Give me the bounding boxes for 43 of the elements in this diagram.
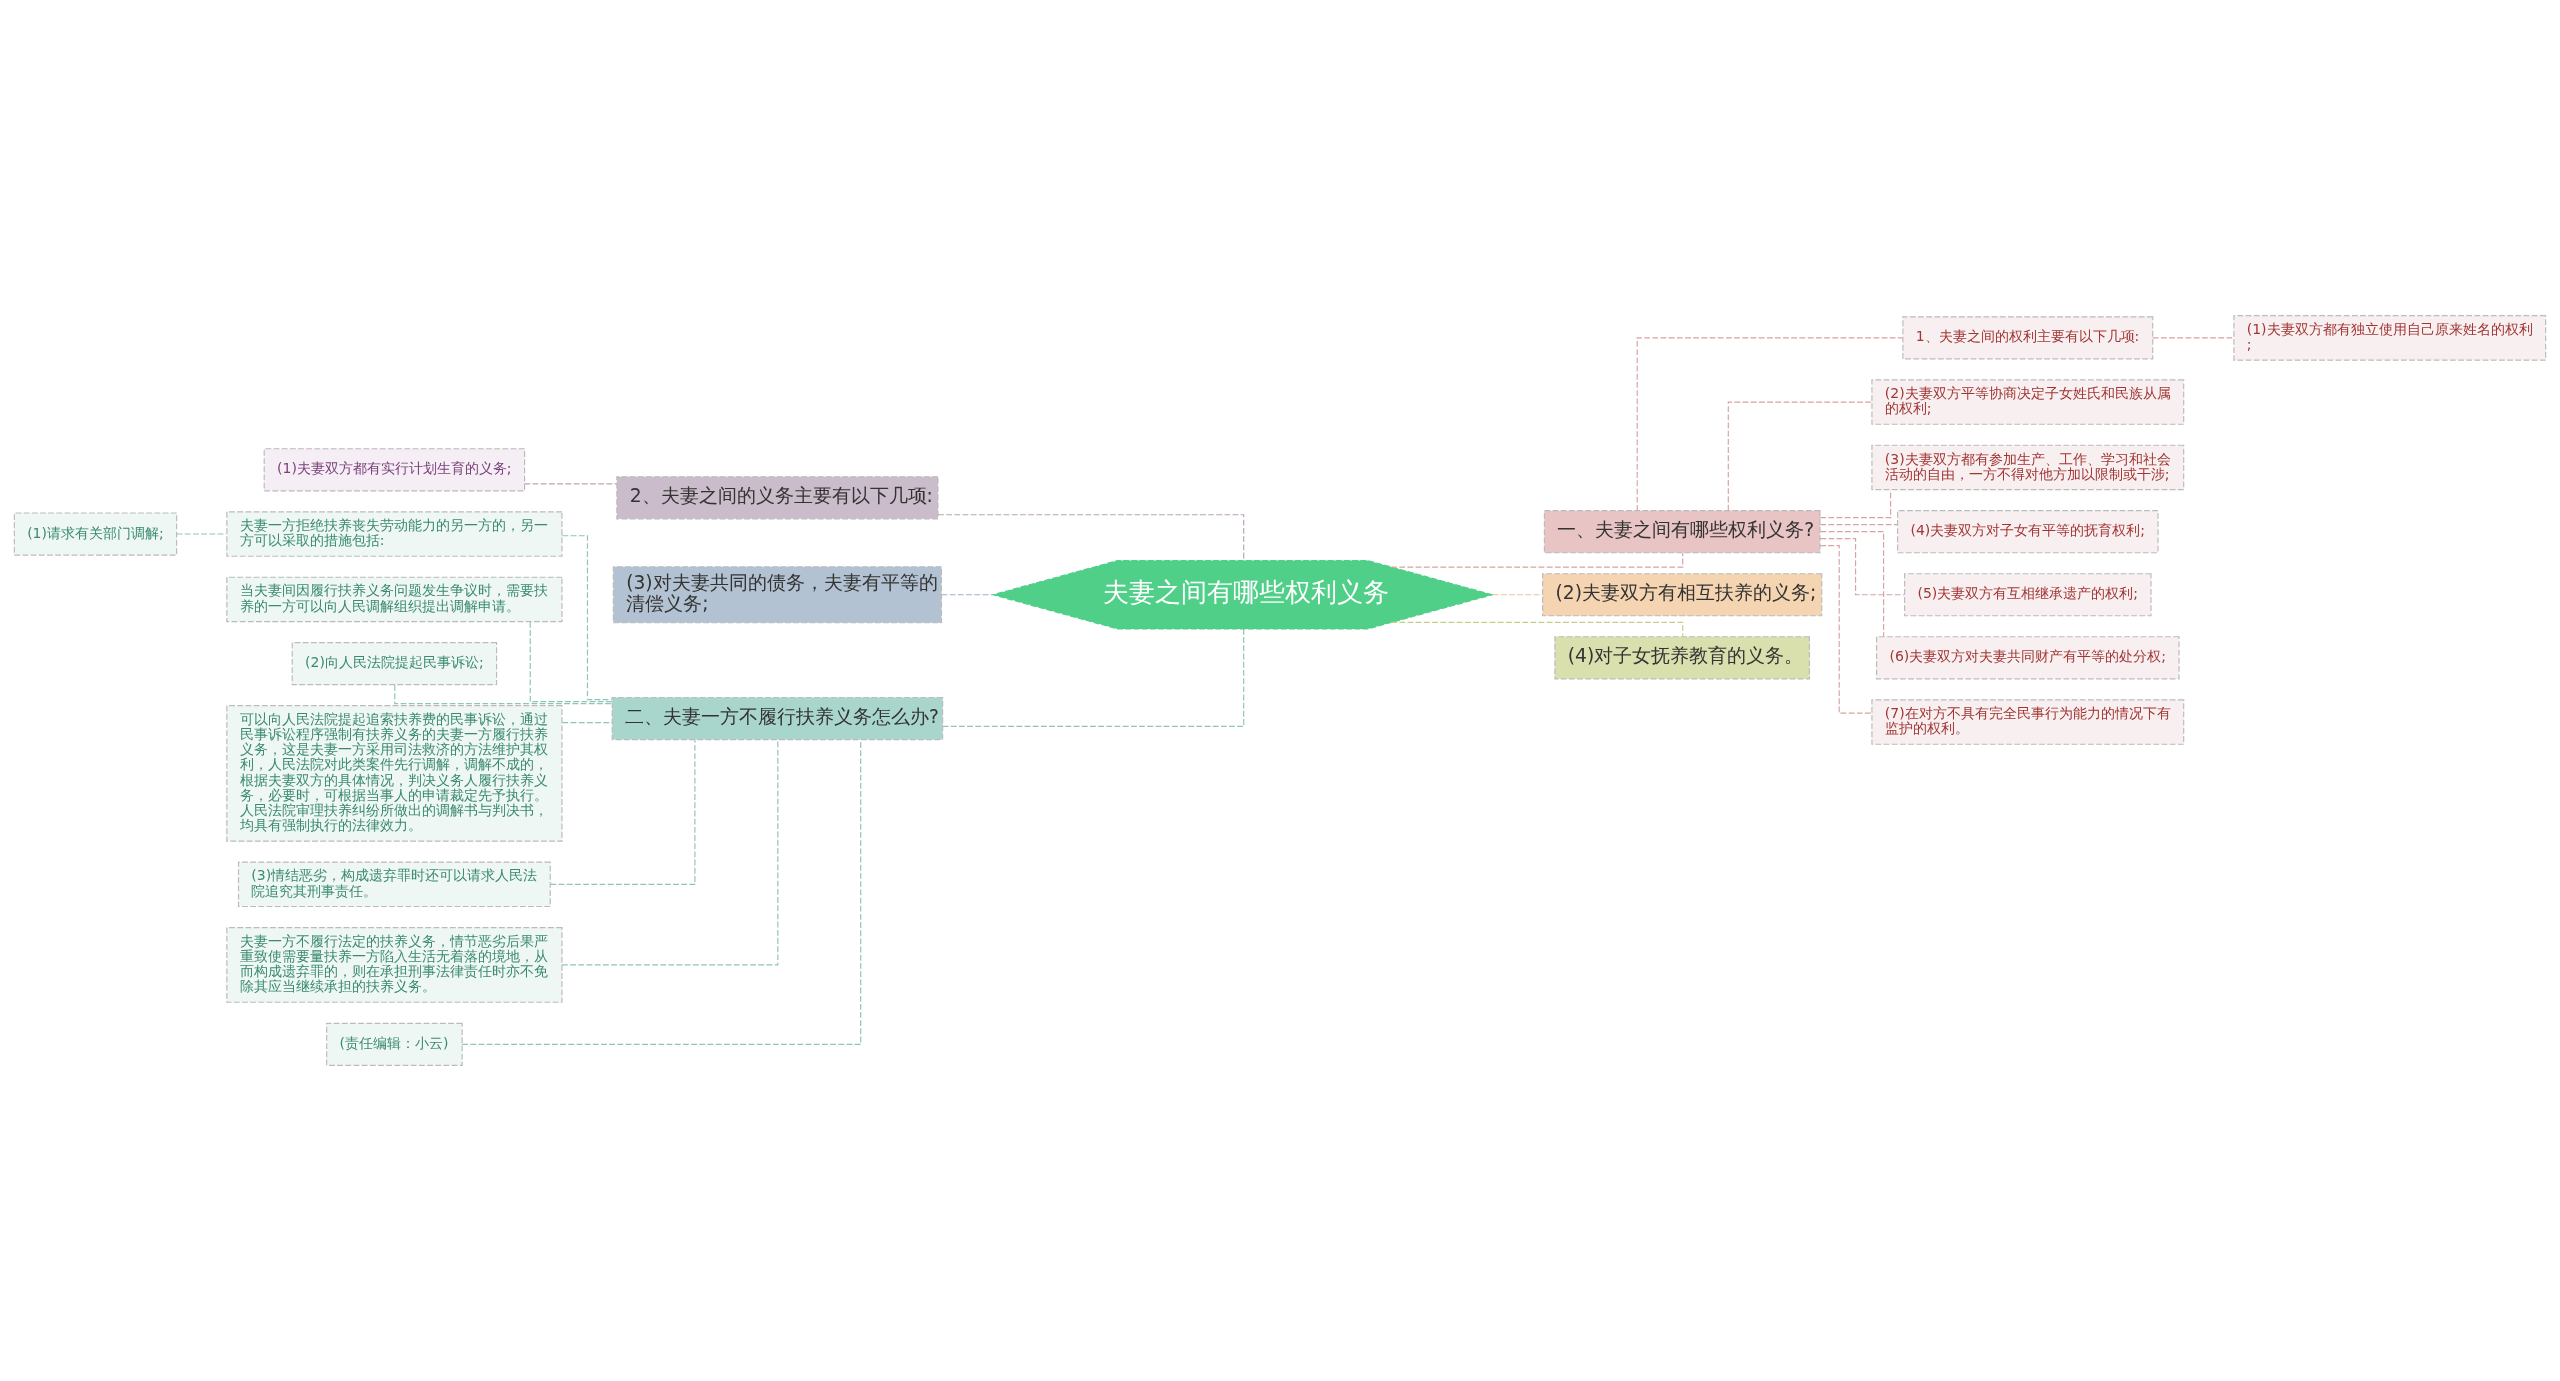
- connector: [1819, 524, 1898, 526]
- connector: [524, 483, 618, 485]
- node-box: (2)夫妻双方有相互扶养的义务;: [1542, 573, 1823, 617]
- connector: [561, 739, 779, 966]
- node-box: (1)请求有关部门调解;: [13, 512, 178, 556]
- connector: [942, 628, 1245, 727]
- node-box: (1)夫妻双方都有独立使用自己原来姓名的权利;: [2233, 315, 2547, 361]
- node-box: (6)夫妻双方对夫妻共同财产有平等的处分权;: [1876, 636, 2180, 680]
- node-box: (责任编辑：小云): [326, 1022, 463, 1066]
- connector: [176, 533, 227, 535]
- node-box: (5)夫妻双方有互相继承遗产的权利;: [1904, 573, 2152, 617]
- node-box: (2)向人民法院提起民事诉讼;: [291, 642, 498, 686]
- node-box: (4)对子女抚养教育的义务。: [1554, 636, 1811, 680]
- connector: [1727, 401, 1873, 511]
- connector: [1819, 489, 1892, 519]
- connector: [1819, 531, 1885, 637]
- node-box: (1)夫妻双方都有实行计划生育的义务;: [263, 448, 526, 492]
- node-box: 可以向人民法院提起追索扶养费的民事诉讼，通过民事诉讼程序强制有扶养义务的夫妻一方履行扶养义务，这是夫妻一方采用司法救济的方法维护其权利，人民法院对此类案件先行调解，调解不成的，根据夫妻双方的具体情况，判决义务人履行扶养义务，必要时，可根据当事人的申请裁定先予执行。人民法院审理扶养纠纷所做出的调解书与判决书，均具有强制执行的法律效力。: [226, 705, 563, 842]
- node-box: 一、夫妻之间有哪些权利义务?: [1543, 510, 1821, 554]
- node-box: 夫妻一方拒绝扶养丧失劳动能力的另一方的，另一方可以采取的措施包括:: [226, 511, 563, 557]
- connector: [561, 535, 613, 701]
- connector: [461, 739, 862, 1045]
- node-box: 1、夫妻之间的权利主要有以下几项:: [1902, 316, 2154, 360]
- node-box: (4)夫妻双方对子女有平等的抚育权利;: [1897, 510, 2159, 554]
- connector: [937, 514, 1245, 561]
- node-box: 二、夫妻一方不履行扶养义务怎么办?: [611, 696, 944, 741]
- node-box: (7)在对方不具有完全民事行为能力的情况下有监护的权利。: [1871, 699, 2185, 745]
- node-box: (3)情结恶劣，构成遗弃罪时还可以请求人民法院追究其刑事责任。: [237, 861, 551, 908]
- connector: [1819, 545, 1873, 714]
- node-box: (3)夫妻双方都有参加生产、工作、学习和社会活动的自由，一方不得对他方加以限制或干涉;: [1871, 444, 2185, 491]
- connector: [549, 739, 696, 885]
- connector: [561, 722, 613, 724]
- node-box: 夫妻一方不履行法定的扶养义务，情节恶劣后果严重致使需要量扶养一方陷入生活无着落的境地，从而构成遗弃罪的，则在承担刑事法律责任时亦不免除其应当继续承担的扶养义务。: [226, 926, 563, 1003]
- connector: [1390, 552, 1684, 568]
- connector: [529, 621, 613, 703]
- connector: [2152, 337, 2235, 339]
- connector: [941, 594, 994, 596]
- connector: [1636, 337, 1904, 512]
- connector: [1390, 621, 1684, 637]
- node-box: 当夫妻间因履行扶养义务问题发生争议时，需要扶养的一方可以向人民调解组织提出调解申请。: [226, 576, 563, 623]
- node-box: 2、夫妻之间的义务主要有以下几项:: [616, 476, 939, 520]
- node-box: (2)夫妻双方平等协商决定子女姓氏和民族从属的权利;: [1871, 379, 2185, 425]
- node-box: (3)对夫妻共同的债务，夫妻有平等的清偿义务;: [612, 566, 943, 624]
